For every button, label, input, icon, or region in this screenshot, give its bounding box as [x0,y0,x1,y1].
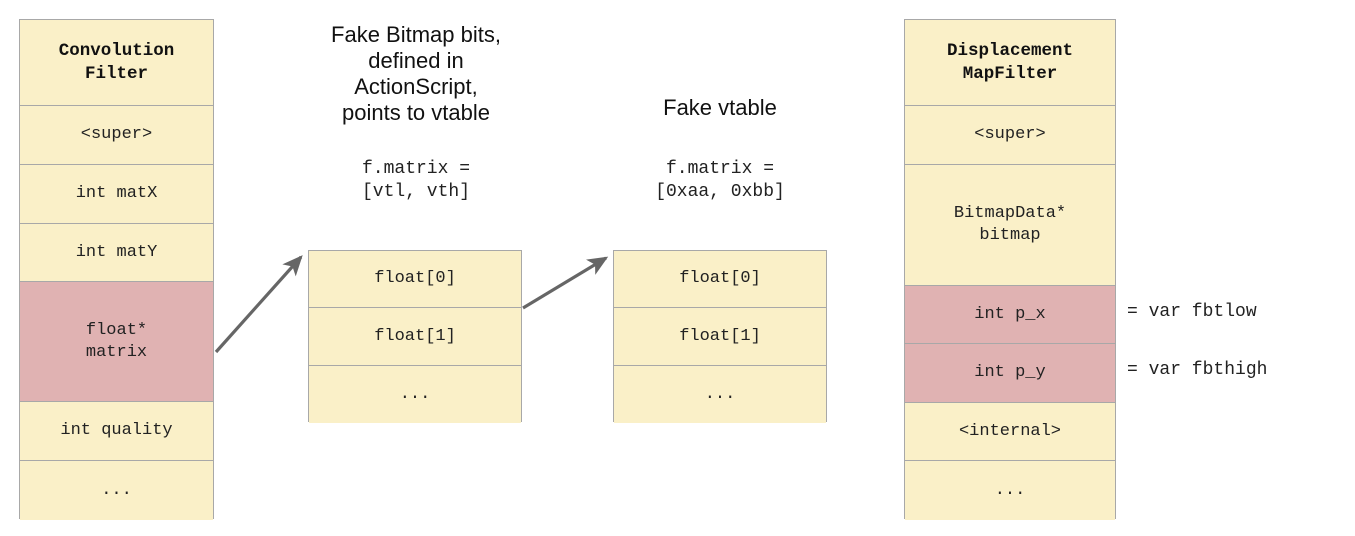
fake-bitmap-code: f.matrix = [vtl, vth] [361,159,471,203]
arrow-fake-bitmap-to-vtable [522,256,609,310]
convolution-filter-struct: Convolution Filter <super> int matX int … [19,19,214,520]
fake-bitmap-row-float1: float[1] [309,308,521,366]
displacement-map-filter-struct: Displacement MapFilter <super> BitmapDat… [904,19,1116,520]
fake-vtable-row-ellipsis: ... [614,366,826,423]
annotation-fbtlow: = var fbtlow [1127,302,1257,322]
annotation-fbthigh: = var fbthigh [1127,360,1268,380]
displacement-map-filter-row-super: <super> [905,106,1115,165]
fake-bitmap-array: float[0] float[1] ... [308,250,522,423]
convolution-filter-header: Convolution Filter [20,20,213,106]
convolution-filter-row-ellipsis: ... [20,461,213,520]
fake-bitmap-row-ellipsis: ... [309,366,521,423]
displacement-map-filter-row-py: int p_y [905,344,1115,403]
displacement-map-filter-row-px: int p_x [905,286,1115,344]
fake-vtable-array: float[0] float[1] ... [613,250,827,423]
fake-bitmap-row-float0: float[0] [309,251,521,308]
arrow-matrix-to-fake-bitmap [214,255,303,354]
fake-vtable-row-float1: float[1] [614,308,826,366]
fake-vtable-caption: Fake vtable [663,95,777,120]
convolution-filter-row-maty: int matY [20,224,213,282]
displacement-map-filter-row-bitmap: BitmapData* bitmap [905,165,1115,286]
displacement-map-filter-row-ellipsis: ... [905,461,1115,520]
fake-bitmap-caption: Fake Bitmap bits, defined in ActionScrip… [331,22,501,125]
fake-vtable-row-float0: float[0] [614,251,826,308]
displacement-map-filter-header: Displacement MapFilter [905,20,1115,106]
convolution-filter-row-matrix: float* matrix [20,282,213,402]
convolution-filter-row-super: <super> [20,106,213,165]
convolution-filter-row-quality: int quality [20,402,213,461]
displacement-map-filter-row-internal: <internal> [905,403,1115,461]
convolution-filter-row-matx: int matX [20,165,213,224]
fake-vtable-code: f.matrix = [0xaa, 0xbb] [655,159,785,203]
